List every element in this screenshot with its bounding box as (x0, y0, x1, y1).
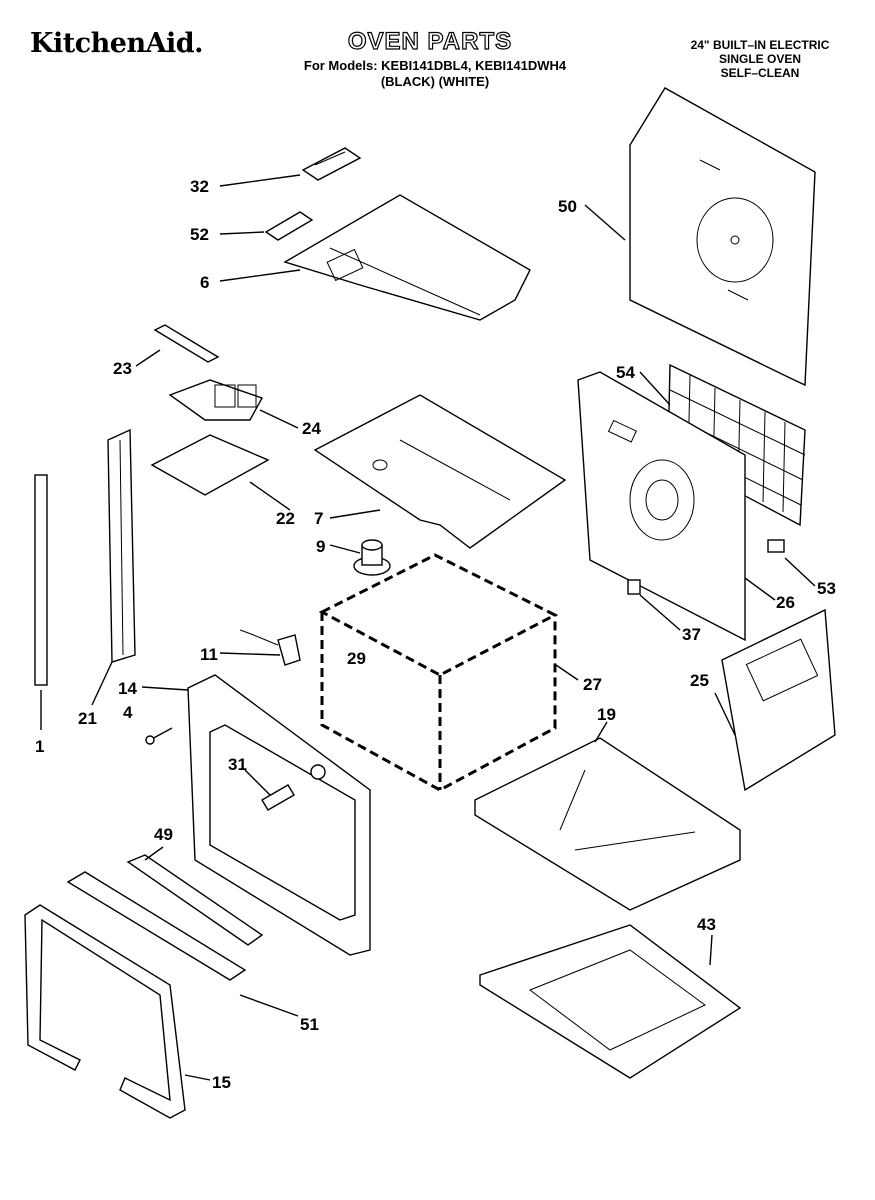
part-4-shape (145, 727, 173, 745)
colors-line: (BLACK) (WHITE) (380, 74, 490, 89)
callout-54: 54 (616, 363, 635, 382)
callout-15: 15 (212, 1073, 231, 1092)
callout-25: 25 (690, 671, 709, 690)
callout-43: 43 (697, 915, 716, 934)
callout-37: 37 (682, 625, 701, 644)
models-line: For Models: KEBI141DBL4, KEBI141DWH4 (303, 58, 567, 73)
part-14-shape (187, 674, 371, 956)
part-15-shape (24, 904, 186, 1119)
part-6-shape (283, 194, 531, 321)
callout-49: 49 (154, 825, 173, 844)
page-title: OVEN PARTS (347, 27, 513, 55)
callout-7: 7 (314, 509, 323, 528)
product-spec: 24" BUILT–IN ELECTRIC SINGLE OVEN SELF–C… (660, 38, 860, 80)
part-19-shape (474, 737, 741, 911)
callout-31: 31 (228, 755, 247, 774)
part-50-shape (629, 87, 816, 387)
callout-27: 27 (583, 675, 602, 694)
part-11-shape (239, 629, 301, 666)
callout-9: 9 (316, 537, 325, 556)
part-32-shape (301, 147, 362, 181)
callout-23: 23 (113, 359, 132, 378)
part-24-shape (168, 379, 264, 421)
leader-lines (40, 174, 816, 1081)
callout-1: 1 (35, 737, 44, 756)
part-49-shape (126, 854, 264, 946)
part-25-shape (721, 608, 836, 792)
callout-4: 4 (123, 703, 133, 722)
callout-53: 53 (817, 579, 836, 598)
callout-21: 21 (78, 709, 97, 728)
callout-6: 6 (200, 273, 209, 292)
callout-29: 29 (347, 649, 366, 668)
part-27-shape (318, 553, 559, 792)
callout-50: 50 (558, 197, 577, 216)
part-43-shape (479, 924, 742, 1079)
callout-32: 32 (190, 177, 209, 196)
callout-14: 14 (118, 679, 137, 698)
callout-26: 26 (776, 593, 795, 612)
callout-51: 51 (300, 1015, 319, 1034)
spec-line-1: 24" BUILT–IN ELECTRIC (690, 38, 830, 52)
model-info: For Models: KEBI141DBL4, KEBI141DWH4 (BL… (270, 58, 600, 90)
spec-line-2: SINGLE OVEN (718, 52, 801, 66)
spec-line-3: SELF–CLEAN (720, 66, 800, 80)
part-9-shape (353, 539, 391, 576)
brand-logo: KitchenAid. (30, 28, 204, 59)
callout-24: 24 (302, 419, 321, 438)
part-23-shape (153, 324, 220, 363)
callout-22: 22 (276, 509, 295, 528)
part-7-shape (313, 394, 567, 549)
part-22-shape (150, 434, 270, 496)
callout-11: 11 (200, 645, 218, 664)
part-51-shape (66, 871, 247, 981)
part-53-shape (767, 539, 785, 553)
part-26-shape (577, 371, 746, 642)
part-52-shape (264, 211, 314, 241)
part-21-shape (107, 428, 136, 663)
callout-52: 52 (190, 225, 209, 244)
callout-labels: 32 52 6 50 23 24 54 22 7 9 53 26 37 11 2… (35, 177, 836, 1092)
part-1-shape (34, 474, 48, 686)
part-37-shape (627, 579, 641, 595)
part-31-shape (261, 764, 326, 811)
callout-19: 19 (597, 705, 616, 724)
